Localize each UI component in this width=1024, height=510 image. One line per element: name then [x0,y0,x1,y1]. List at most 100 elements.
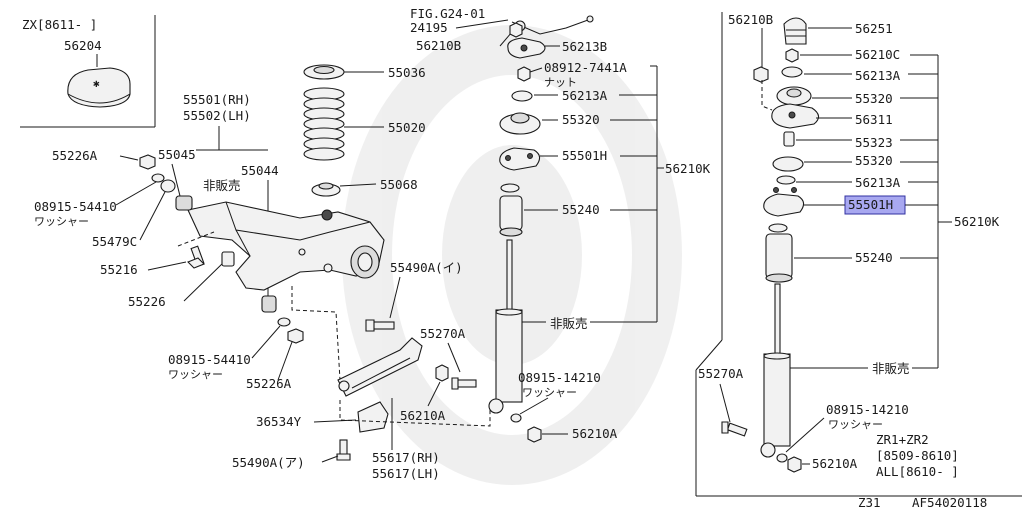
part-label-55501h-mid[interactable]: 55501H [562,148,607,163]
bumper-55068-icon[interactable] [311,182,341,197]
coil-spring-55020-icon[interactable] [303,87,345,161]
mount-55320-r2-icon[interactable] [772,156,804,172]
part-label-08915-54410-top[interactable]: 08915-54410 [34,199,117,214]
washer-56213a-r1-icon[interactable] [781,66,803,78]
bolt-55270a-r-icon[interactable] [721,421,748,437]
cap-56251-icon[interactable] [783,17,807,45]
nut-56210a-mid2-icon[interactable] [527,426,542,443]
nut-56210a-r-icon[interactable] [787,456,802,473]
part-label-56210k-mid[interactable]: 56210K [665,161,711,176]
part-label-56213a-mid[interactable]: 56213A [562,88,608,103]
part-label-55045[interactable]: 55045 [158,147,196,162]
nut-55226a-bot-icon[interactable] [287,328,304,344]
part-label-55270a-mid[interactable]: 55270A [420,326,466,341]
zr-note-1: ZR1+ZR2 [876,432,929,447]
bushing-55044-icon[interactable] [261,295,277,313]
washer-56213a-mid-icon[interactable] [511,90,533,102]
lower-arm-55617[interactable] [337,337,423,397]
shock-absorber-mid-icon[interactable] [488,239,523,414]
mount-55320-mid-icon[interactable] [499,112,541,135]
not-for-sale-label-1: 非販売 [203,178,241,193]
bolt-55490a-a-icon[interactable] [336,439,351,461]
nut-56210b-mid-icon[interactable] [509,22,523,38]
nut-56210c-icon[interactable] [785,48,799,63]
part-label-56204[interactable]: 56204 [64,38,102,53]
part-label-56213a-r2[interactable]: 56213A [855,175,901,190]
nut-56210b-r-icon[interactable] [753,66,769,83]
part-label-55320-mid[interactable]: 55320 [562,112,600,127]
bushing-55045-icon[interactable] [175,195,193,211]
shock-absorber-r-icon[interactable] [760,283,791,458]
washer-label-1: ワッシャー [34,215,89,228]
part-label-56210b-r[interactable]: 56210B [728,12,773,27]
part-label-55502-lh[interactable]: 55502(LH) [183,108,251,123]
washer-08915-14210-r-icon[interactable] [776,453,788,463]
mount-55501h-r-icon[interactable] [763,187,805,217]
bracket-56311-icon[interactable] [771,103,820,129]
part-label-56311[interactable]: 56311 [855,112,893,127]
boot-55240-mid-icon[interactable] [499,183,523,237]
washer-56213a-r2-icon[interactable] [776,175,796,185]
part-label-56210a-mid2[interactable]: 56210A [572,426,618,441]
part-label-55490a-i[interactable]: 55490A(イ) [390,260,463,275]
cap-56204-icon[interactable]: ✱ [67,67,131,108]
part-label-08912-7441a[interactable]: 08912-7441A [544,60,627,75]
trailing-arm-55501[interactable] [187,201,385,291]
part-label-08915-14210-r[interactable]: 08915-14210 [826,402,909,417]
part-label-55490a-a[interactable]: 55490A(ア) [232,455,305,470]
washer-label-2: ワッシャー [168,368,223,381]
bolt-55216-icon[interactable] [187,245,205,269]
bracket-56213b-icon[interactable] [507,37,546,59]
part-label-56210a-mid[interactable]: 56210A [400,408,446,423]
part-label-55501-rh[interactable]: 55501(RH) [183,92,251,107]
part-label-36534y[interactable]: 36534Y [256,414,302,429]
part-label-55020[interactable]: 55020 [388,120,426,135]
part-label-55216[interactable]: 55216 [100,262,138,277]
part-label-08915-54410-bot[interactable]: 08915-54410 [168,352,251,367]
boot-55240-r-icon[interactable] [765,223,793,283]
washer-55479c-icon[interactable] [160,179,176,193]
spacer-55323-icon[interactable] [783,131,795,147]
part-label-55617-rh[interactable]: 55617(RH) [372,450,440,465]
mount-55320-r1-icon[interactable] [776,86,812,106]
bolt-55270a-mid-icon[interactable] [451,377,477,390]
part-label-56210a-r[interactable]: 56210A [812,456,858,471]
washer-08915-14210-mid-icon[interactable] [510,413,522,423]
part-label-56213b[interactable]: 56213B [562,39,607,54]
part-label-56210c[interactable]: 56210C [855,47,900,62]
part-label-24195[interactable]: 24195 [410,20,448,35]
part-label-56251[interactable]: 56251 [855,21,893,36]
part-label-55226[interactable]: 55226 [128,294,166,309]
part-label-56213a-r1[interactable]: 56213A [855,68,901,83]
part-label-56210b-mid[interactable]: 56210B [416,38,461,53]
part-label-55320-r2[interactable]: 55320 [855,153,893,168]
bracket-36534y-icon[interactable] [357,401,389,433]
nut-label: ナット [544,76,577,89]
part-label-55479c[interactable]: 55479C [92,234,137,249]
part-label-55501h-r[interactable]: 55501H [848,197,893,212]
part-label-55320-r1[interactable]: 55320 [855,91,893,106]
mount-55501h-mid-icon[interactable] [499,147,541,171]
part-label-55240-r[interactable]: 55240 [855,250,893,265]
part-label-55617-lh[interactable]: 55617(LH) [372,466,440,481]
part-label-55226a-bot[interactable]: 55226A [246,376,292,391]
part-label-55270a-r[interactable]: 55270A [698,366,744,381]
spring-seat-55036-icon[interactable] [303,64,345,80]
washer-08915-top-icon[interactable] [151,173,165,183]
nut-08912-icon[interactable] [517,66,531,82]
part-label-55068[interactable]: 55068 [380,177,418,192]
part-label-56210k-r[interactable]: 56210K [954,214,1000,229]
right-section-frame [695,12,1022,497]
part-label-55226a-top[interactable]: 55226A [52,148,98,163]
part-label-08915-14210-mid[interactable]: 08915-14210 [518,370,601,385]
nut-55226a-top-icon[interactable] [139,154,156,170]
nut-55226-icon[interactable] [221,251,235,267]
part-label-55036[interactable]: 55036 [388,65,426,80]
part-label-55323[interactable]: 55323 [855,135,893,150]
part-label-55044[interactable]: 55044 [241,163,279,178]
washer-08915-bot-icon[interactable] [277,317,291,327]
part-label-55240-mid[interactable]: 55240 [562,202,600,217]
nut-56210a-mid-icon[interactable] [435,364,449,382]
bolt-55490a-i-icon[interactable] [365,319,395,332]
